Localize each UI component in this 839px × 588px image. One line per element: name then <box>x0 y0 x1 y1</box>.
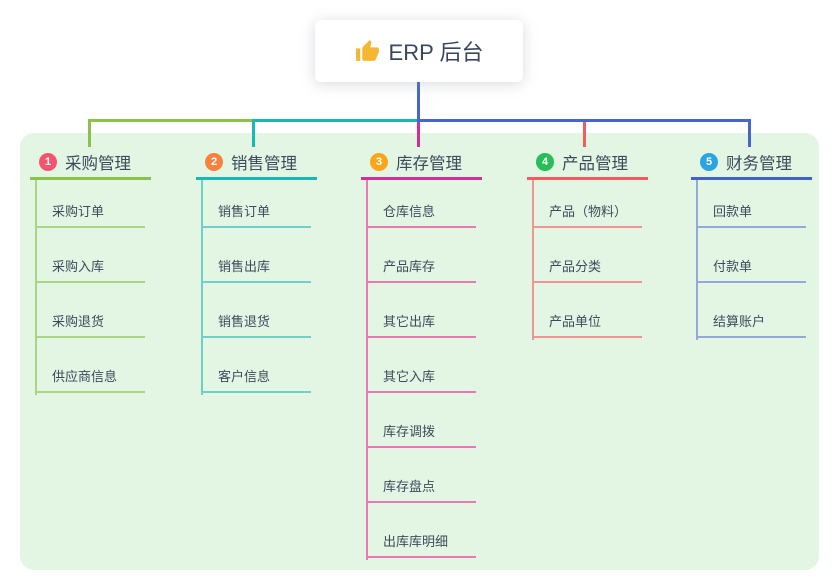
thumbs-up-icon <box>355 39 380 64</box>
child-node[interactable]: 其它出库 <box>366 309 476 338</box>
child-node[interactable]: 出库库明细 <box>366 529 476 558</box>
child-node[interactable]: 回款单 <box>696 199 806 228</box>
child-node[interactable]: 供应商信息 <box>35 364 145 393</box>
root-label: ERP 后台 <box>388 40 484 65</box>
child-node[interactable]: 客户信息 <box>201 364 311 393</box>
child-node[interactable]: 产品（物料） <box>532 199 642 228</box>
connector-drop-finance <box>748 119 751 147</box>
connector-horizontal-green <box>88 119 254 122</box>
child-node[interactable]: 销售出库 <box>201 254 311 283</box>
branch-1-index-badge: 1 <box>39 153 57 171</box>
branch-5-label: 财务管理 <box>726 155 792 173</box>
branch-title-2[interactable]: 2 销售管理 <box>196 147 317 180</box>
branch-1-label: 采购管理 <box>65 155 131 173</box>
child-node[interactable]: 产品单位 <box>532 309 642 338</box>
child-node[interactable]: 仓库信息 <box>366 199 476 228</box>
child-node[interactable]: 产品库存 <box>366 254 476 283</box>
child-node[interactable]: 采购退货 <box>35 309 145 338</box>
child-node[interactable]: 付款单 <box>696 254 806 283</box>
child-node[interactable]: 采购订单 <box>35 199 145 228</box>
branch-2-spine <box>201 180 203 395</box>
branch-5-spine <box>696 180 698 340</box>
child-node[interactable]: 其它入库 <box>366 364 476 393</box>
child-node[interactable]: 库存盘点 <box>366 474 476 503</box>
connector-drop-purchase <box>88 119 91 147</box>
branch-3-label: 库存管理 <box>396 155 462 173</box>
branch-3-index-badge: 3 <box>370 153 388 171</box>
branch-title-3[interactable]: 3 库存管理 <box>361 147 482 180</box>
branch-title-5[interactable]: 5 财务管理 <box>691 147 812 180</box>
child-node[interactable]: 产品分类 <box>532 254 642 283</box>
branch-title-4[interactable]: 4 产品管理 <box>527 147 648 180</box>
child-node[interactable]: 库存调拨 <box>366 419 476 448</box>
branch-title-1[interactable]: 1 采购管理 <box>30 147 151 180</box>
root-node[interactable]: ERP 后台 <box>315 20 523 82</box>
branch-5-index-badge: 5 <box>700 153 718 171</box>
child-node[interactable]: 销售订单 <box>201 199 311 228</box>
branch-2-index-badge: 2 <box>205 153 223 171</box>
connector-root-vertical <box>417 82 420 122</box>
branch-2-label: 销售管理 <box>231 155 297 173</box>
child-node[interactable]: 销售退货 <box>201 309 311 338</box>
connector-drop-inventory <box>417 119 420 147</box>
child-node[interactable]: 结算账户 <box>696 309 806 338</box>
child-node[interactable]: 采购入库 <box>35 254 145 283</box>
branch-4-label: 产品管理 <box>562 155 628 173</box>
branch-1-spine <box>35 180 37 395</box>
connector-horizontal-blue <box>417 119 751 122</box>
branch-3-spine <box>366 180 368 560</box>
branch-4-index-badge: 4 <box>536 153 554 171</box>
connector-horizontal-teal <box>252 119 419 122</box>
connector-drop-product <box>583 119 586 147</box>
connector-drop-sales <box>252 119 255 147</box>
branches-panel <box>20 133 819 570</box>
branch-4-spine <box>532 180 534 340</box>
